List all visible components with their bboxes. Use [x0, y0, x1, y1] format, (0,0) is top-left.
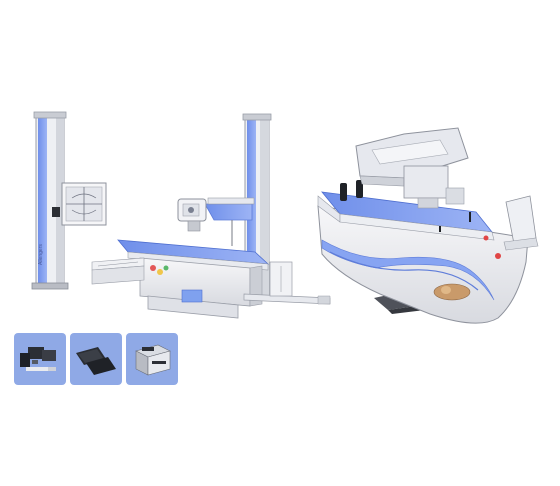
detector-panels-icon [76, 347, 116, 375]
printer-icon [135, 344, 171, 376]
wall-stand-brand: Allengers [38, 244, 44, 265]
fluoroscopy-unit [317, 127, 539, 324]
wall-stand: Allengers [31, 111, 107, 290]
workstation-icon [20, 347, 56, 371]
thumbnail-workstation[interactable] [14, 333, 66, 385]
thumbnail-printer[interactable] [126, 333, 178, 385]
patient-table [91, 239, 331, 319]
thumbnail-detector-panels[interactable] [70, 333, 122, 385]
